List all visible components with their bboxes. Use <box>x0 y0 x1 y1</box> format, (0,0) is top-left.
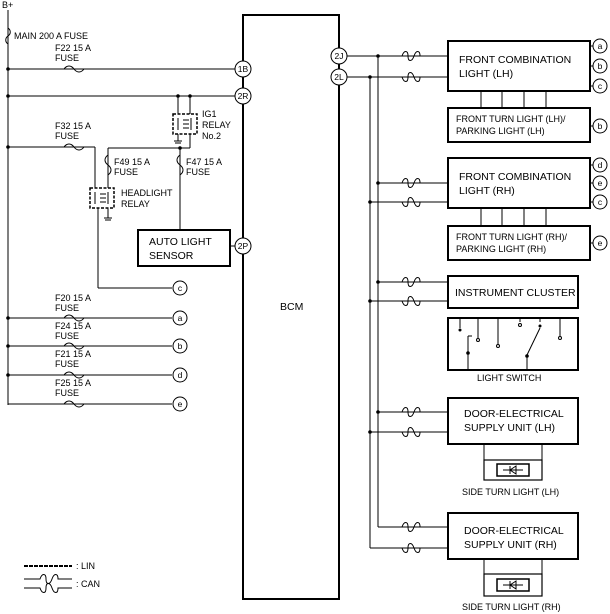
f47-label-1: F47 15 A <box>186 157 222 167</box>
f22-label-1: F22 15 A <box>55 43 91 53</box>
ftl-rh-label-1: FRONT TURN LIGHT (RH)/ <box>456 232 568 242</box>
f25-label-1: F25 15 A <box>55 378 91 388</box>
f21-label-1: F21 15 A <box>55 349 91 359</box>
fcl-rh-label-1: FRONT COMBINATION <box>459 171 571 183</box>
ftl-lh-label-2: PARKING LIGHT (LH) <box>456 126 545 136</box>
lin-legend-label: : LIN <box>76 561 95 571</box>
ftl-lh-label-1: FRONT TURN LIGHT (LH)/ <box>456 114 566 124</box>
can-lin-bus <box>347 51 448 553</box>
instrument-cluster: INSTRUMENT CLUSTER LIGHT SWITCH <box>447 275 579 383</box>
lower-fuses: F20 15 A FUSE F24 15 A FUSE F21 15 A FUS… <box>6 293 172 408</box>
f20-label-2: FUSE <box>55 303 79 313</box>
bcm-label: BCM <box>280 301 303 313</box>
light-switch-label: LIGHT SWITCH <box>477 373 541 383</box>
f49-f47-circuit: F49 15 A FUSE F47 15 A FUSE <box>104 148 222 230</box>
headlight-relay-label-2: RELAY <box>121 199 150 209</box>
front-turn-light-lh: FRONT TURN LIGHT (LH)/ PARKING LIGHT (LH… <box>447 107 594 143</box>
connector-e-right-2: e <box>598 238 603 248</box>
main-fuse-symbol <box>5 27 11 45</box>
right-connectors: a b c b d e c e <box>592 38 608 251</box>
sensor-label-2: SENSOR <box>149 250 194 262</box>
ig1-relay-label-2: RELAY <box>202 120 231 130</box>
connector-d-right: d <box>598 160 603 170</box>
side-turn-rh-label: SIDE TURN LIGHT (RH) <box>462 602 561 612</box>
front-combination-light-rh: FRONT COMBINATION LIGHT (RH) <box>447 157 594 226</box>
connector-b-right-2: b <box>598 121 603 131</box>
front-turn-light-rh: FRONT TURN LIGHT (RH)/ PARKING LIGHT (RH… <box>447 225 594 261</box>
b-plus-label: B+ <box>2 0 13 10</box>
f20-label-1: F20 15 A <box>55 293 91 303</box>
pin-2r: 2R <box>238 91 249 101</box>
can-legend-label: : CAN <box>76 579 100 589</box>
desu-rh-label-1: DOOR-ELECTRICAL <box>464 525 564 537</box>
f47-label-2: FUSE <box>186 167 210 177</box>
light-switch <box>458 318 562 370</box>
can-legend-symbol <box>24 574 72 593</box>
f32-circuit: F32 15 A FUSE HEADLIGHT RELAY <box>6 121 173 289</box>
pin-2l: 2L <box>334 72 344 82</box>
connector-a-left: a <box>178 313 183 323</box>
connector-d-left: d <box>178 370 183 380</box>
connector-c-right-2: c <box>598 197 603 207</box>
f21-label-2: FUSE <box>55 359 79 369</box>
connector-c-left: c <box>178 283 183 293</box>
door-electrical-supply-unit-rh: DOOR-ELECTRICAL SUPPLY UNIT (RH) SIDE TU… <box>447 512 579 612</box>
auto-light-sensor: AUTO LIGHT SENSOR <box>137 229 235 267</box>
ig1-circuit: IG1 RELAY No.2 <box>6 94 235 150</box>
fcl-lh-label-1: FRONT COMBINATION <box>459 54 571 66</box>
f25-label-2: FUSE <box>55 388 79 398</box>
door-electrical-supply-unit-lh: DOOR-ELECTRICAL SUPPLY UNIT (LH) SIDE TU… <box>447 397 579 497</box>
legend: : LIN : CAN <box>24 561 100 593</box>
f22-circuit: F22 15 A FUSE <box>6 43 235 73</box>
fcl-lh-label-2: LIGHT (LH) <box>459 68 513 80</box>
f24-label-1: F24 15 A <box>55 321 91 331</box>
f32-label-2: FUSE <box>55 131 79 141</box>
ig1-relay-label-1: IG1 <box>202 109 217 119</box>
connector-b-right-1: b <box>598 61 603 71</box>
f49-label-2: FUSE <box>114 167 138 177</box>
fcl-rh-label-2: LIGHT (RH) <box>459 185 515 197</box>
pin-2p: 2P <box>238 241 249 251</box>
ftl-rh-label-2: PARKING LIGHT (RH) <box>456 244 546 254</box>
pin-2j: 2J <box>335 51 344 61</box>
desu-lh-label-2: SUPPLY UNIT (LH) <box>464 422 555 434</box>
f24-label-2: FUSE <box>55 331 79 341</box>
connector-e-right-1: e <box>598 178 603 188</box>
connector-c-right-1: c <box>598 81 603 91</box>
desu-lh-label-1: DOOR-ELECTRICAL <box>464 408 564 420</box>
f49-label-1: F49 15 A <box>114 157 150 167</box>
bcm: BCM 1B 2R 2P 2J 2L <box>234 14 348 600</box>
desu-rh-label-2: SUPPLY UNIT (RH) <box>464 539 557 551</box>
f22-label-2: FUSE <box>55 53 79 63</box>
cluster-label: INSTRUMENT CLUSTER <box>455 287 576 299</box>
headlight-relay-label-1: HEADLIGHT <box>121 188 173 198</box>
f32-label-1: F32 15 A <box>55 121 91 131</box>
connector-e-left: e <box>178 399 183 409</box>
pin-1b: 1B <box>238 64 249 74</box>
front-combination-light-lh: FRONT COMBINATION LIGHT (LH) <box>447 40 594 108</box>
ig1-relay-label-3: No.2 <box>202 131 221 141</box>
side-turn-lh-label: SIDE TURN LIGHT (LH) <box>462 487 559 497</box>
connector-a-right: a <box>598 41 603 51</box>
connector-b-left: b <box>178 341 183 351</box>
main-fuse-label: MAIN 200 A FUSE <box>14 31 88 41</box>
sensor-label-1: AUTO LIGHT <box>149 236 212 248</box>
left-connectors: c a b d e <box>172 280 188 412</box>
power-supply: B+ MAIN 200 A FUSE <box>2 0 88 405</box>
